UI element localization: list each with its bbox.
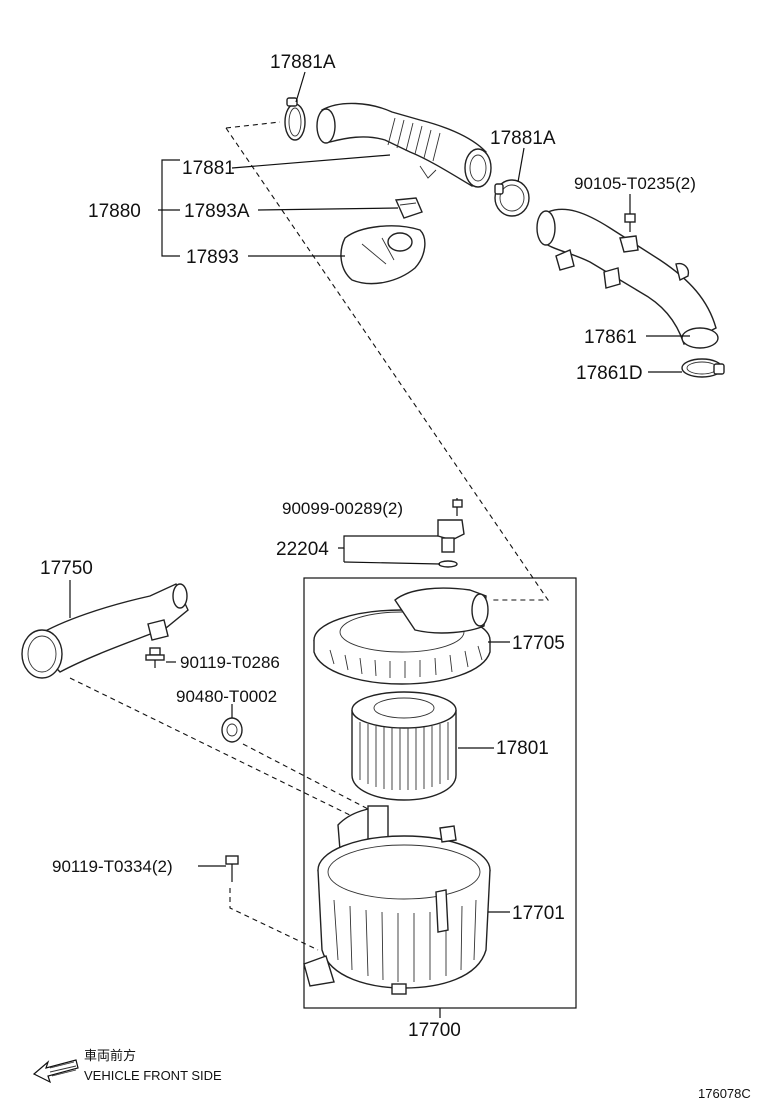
label-17881A-top: 17881A bbox=[270, 52, 336, 73]
air-duct-17750 bbox=[21, 583, 189, 679]
label-90119-T0286: 90119-T0286 bbox=[180, 653, 280, 672]
label-17881A-right: 17881A bbox=[490, 128, 556, 149]
label-17893A: 17893A bbox=[184, 201, 250, 222]
label-17700: 17700 bbox=[408, 1020, 461, 1041]
label-90480-T0002: 90480-T0002 bbox=[176, 687, 277, 706]
label-90099-00289: 90099-00289(2) bbox=[282, 499, 403, 518]
label-90105-T0235: 90105-T0235(2) bbox=[574, 174, 696, 193]
air-cleaner-case-17701 bbox=[303, 805, 491, 995]
label-17801: 17801 bbox=[496, 738, 549, 759]
bolt-90119-T0334 bbox=[225, 855, 239, 882]
label-17861D: 17861D bbox=[576, 363, 643, 384]
label-17705: 17705 bbox=[512, 633, 565, 654]
label-17881: 17881 bbox=[182, 158, 235, 179]
hose-clamp-17861D bbox=[681, 358, 725, 378]
dashed-reference-lines bbox=[69, 121, 550, 951]
label-17701: 17701 bbox=[512, 903, 565, 924]
bolt-90099 bbox=[452, 499, 463, 516]
label-17893: 17893 bbox=[186, 247, 239, 268]
grommet-90480 bbox=[221, 717, 243, 743]
direction-label-jp: 車両前方 bbox=[84, 1048, 136, 1063]
filter-element-17801 bbox=[351, 691, 457, 801]
label-17861: 17861 bbox=[584, 327, 637, 348]
air-cleaner-cap-17705 bbox=[313, 587, 491, 685]
intake-hose-17881 bbox=[316, 102, 492, 188]
diagram-code: 176078C bbox=[698, 1086, 751, 1101]
vehicle-front-direction: 車両前方 VEHICLE FRONT SIDE bbox=[32, 1048, 222, 1084]
bolt-90119-T0286 bbox=[145, 647, 165, 668]
label-22204: 22204 bbox=[276, 539, 329, 560]
hose-clamp-17881A-top bbox=[284, 97, 306, 141]
label-17750: 17750 bbox=[40, 558, 93, 579]
part-labels: 17881A 17881 17880 17893A 17893 17881A 9… bbox=[40, 52, 696, 1041]
clip-17893A bbox=[394, 197, 423, 219]
leader-lines bbox=[69, 71, 690, 1018]
hose-clamp-17881A-right bbox=[494, 179, 530, 217]
direction-label-en: VEHICLE FRONT SIDE bbox=[84, 1068, 222, 1083]
sensor-22204 bbox=[437, 519, 465, 568]
label-90119-T0334: 90119-T0334(2) bbox=[52, 857, 173, 876]
bolt-90105 bbox=[624, 213, 636, 232]
resonator-17893 bbox=[340, 225, 426, 285]
intake-pipe-17861 bbox=[536, 208, 719, 349]
label-17880: 17880 bbox=[88, 201, 141, 222]
